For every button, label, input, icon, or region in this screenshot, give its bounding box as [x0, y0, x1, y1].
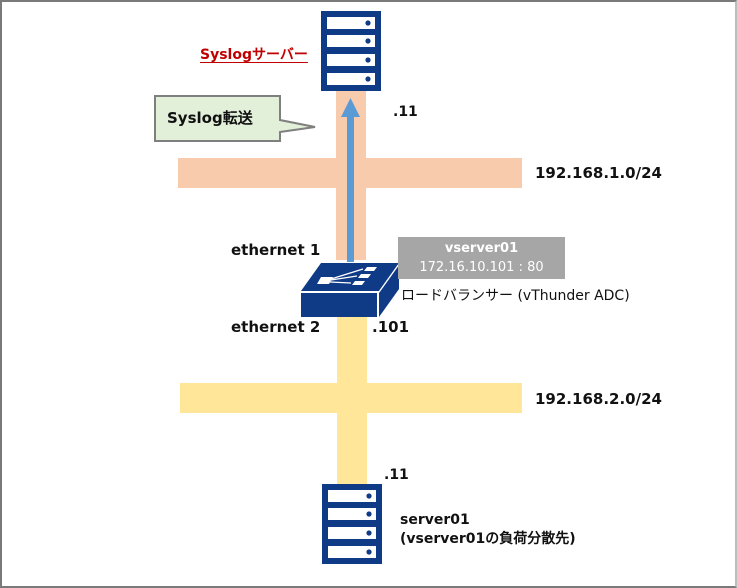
arrow-head [341, 98, 360, 117]
network-2-segment-band [180, 383, 522, 413]
callout-text: Syslog転送 [167, 109, 253, 127]
network-1-cidr-label: 192.168.1.0/24 [535, 164, 662, 182]
backend-server-icon [322, 484, 382, 564]
virtual-server-badge: vserver01 172.16.10.101 : 80 [398, 237, 565, 279]
syslog-server-label: Syslogサーバー [200, 47, 308, 63]
load-balancer-switch-icon [301, 263, 400, 318]
syslog-server-icon [321, 11, 381, 91]
backend-server-description: (vserver01の負荷分散先) [400, 531, 576, 547]
load-balancer-ip-suffix: .101 [372, 318, 410, 336]
virtual-server-address: 172.16.10.101 : 80 [419, 260, 544, 275]
backend-server-name: server01 [400, 512, 470, 528]
syslog-forward-callout [154, 95, 316, 142]
backend-server-label: server01 (vserver01の負荷分散先) [400, 511, 576, 549]
interface-ethernet-1-label: ethernet 1 [231, 241, 321, 259]
syslog-server-ip-suffix: .11 [393, 104, 418, 120]
network-2-cidr-label: 192.168.2.0/24 [535, 390, 662, 408]
syslog-forward-arrow [341, 98, 360, 262]
load-balancer-name: ロードバランサー (vThunder ADC) [401, 288, 630, 304]
virtual-server-name: vserver01 [444, 241, 519, 256]
interface-ethernet-2-label: ethernet 2 [231, 318, 321, 336]
backend-server-ip-suffix: .11 [384, 467, 409, 483]
